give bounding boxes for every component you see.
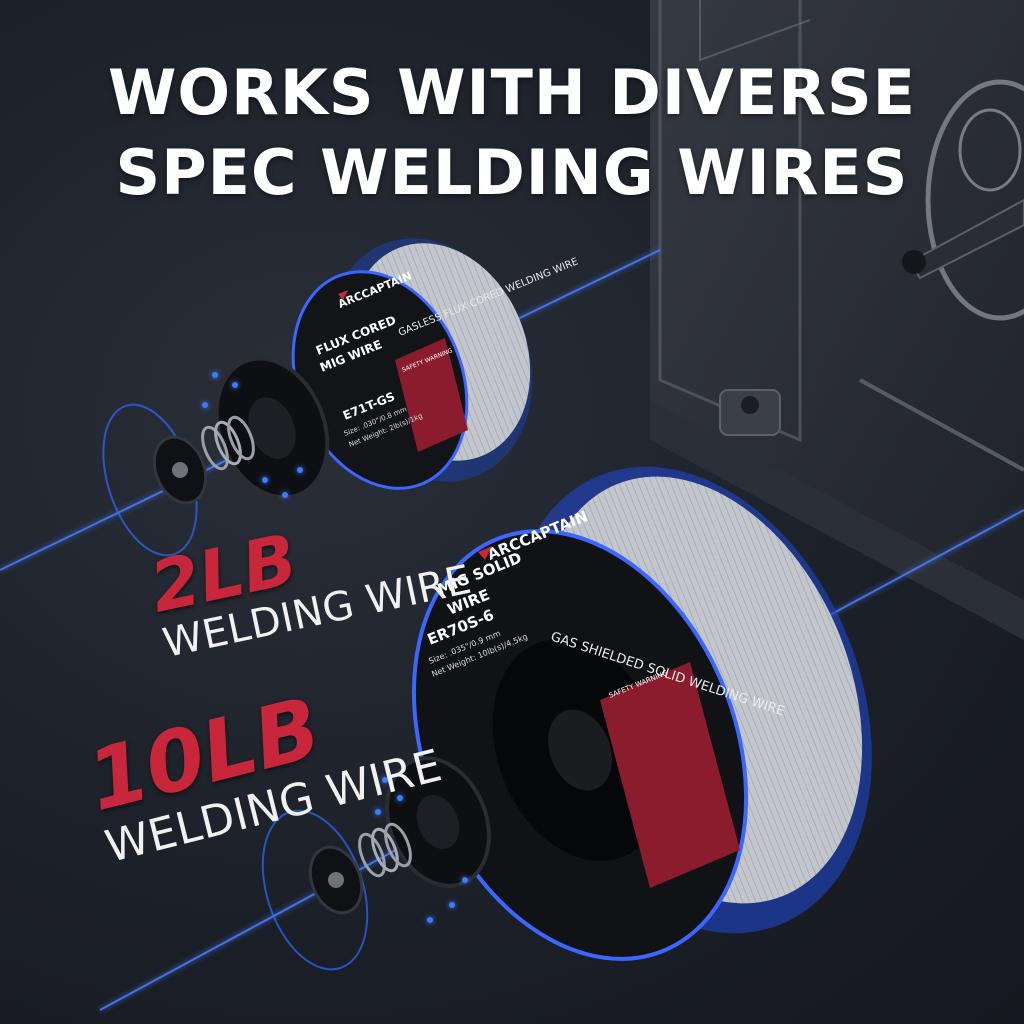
spring-icon: [358, 822, 412, 878]
hex-nut-icon: [308, 845, 364, 915]
spring-icon: [201, 415, 255, 471]
brand-logo-icon: [338, 290, 348, 300]
hex-nut-icon: [152, 435, 208, 505]
brand-logo-icon: [478, 546, 492, 560]
large-spool: ARCCAPTAIN GAS SHIELDED SOLID WELDING WI…: [411, 466, 872, 961]
headline-line-1: WORKS WITH DIVERSE: [108, 56, 916, 129]
large-spool-hardware: [261, 756, 491, 971]
welder-housing: [650, 0, 1024, 640]
spool-spindle: [902, 79, 1024, 321]
headline-line-2: SPEC WELDING WIRES: [115, 136, 909, 209]
small-spool-hardware: [102, 356, 330, 557]
